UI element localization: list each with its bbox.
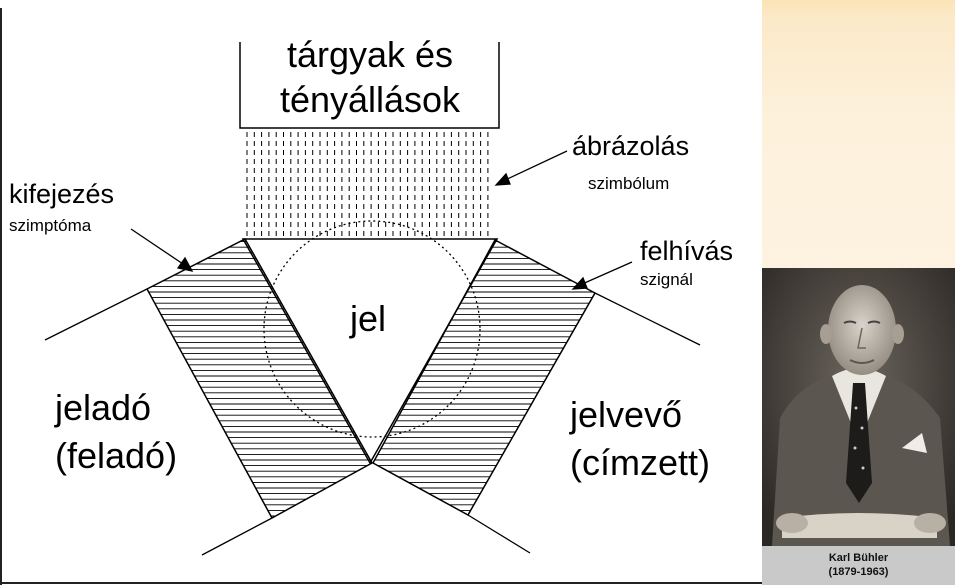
representation-sublabel: szimbólum (588, 174, 669, 193)
receiver-label-line2: (címzett) (570, 442, 710, 483)
portrait-caption: Karl Bühler (1879-1963) (762, 546, 955, 585)
portrait-image (762, 268, 955, 546)
sender-label-line2: (feladó) (55, 435, 177, 476)
expression-sublabel: szimptóma (9, 216, 92, 235)
receiver-line-bottom (467, 514, 531, 554)
sender-line-bottom (201, 517, 273, 556)
sign-circle (263, 220, 481, 438)
objects-label-line2: tényállások (280, 79, 461, 120)
portrait-years: (1879-1963) (828, 566, 889, 578)
sign-triangle (241, 238, 499, 465)
portrait-name: Karl Bühler (828, 552, 889, 564)
objects-label-line1: tárgyak és (287, 34, 453, 75)
representation-arrow-line (502, 150, 568, 182)
receiver-label-line1: jelvevő (569, 394, 682, 435)
objects-box (239, 42, 500, 129)
appeal-arrowhead-icon (571, 276, 588, 290)
appeal-sublabel: szignál (640, 270, 693, 289)
expression-label: kifejezés (9, 179, 114, 209)
representation-label: ábrázolás (572, 131, 689, 161)
appeal-arrow-line (579, 261, 633, 286)
sender-line-top (44, 288, 148, 341)
expression-band (145, 238, 374, 520)
slide-background (0, 0, 762, 585)
appeal-label: felhívás (640, 236, 733, 266)
sender-label-line1: jeladó (54, 387, 151, 428)
expression-arrowhead-icon (176, 256, 194, 272)
representation-arrowhead-icon (494, 172, 511, 186)
sign-label: jel (349, 298, 386, 339)
receiver-line-top (594, 292, 701, 346)
portrait-photo: Karl Bühler (1879-1963) (762, 268, 955, 585)
expression-arrow-line (130, 228, 187, 267)
